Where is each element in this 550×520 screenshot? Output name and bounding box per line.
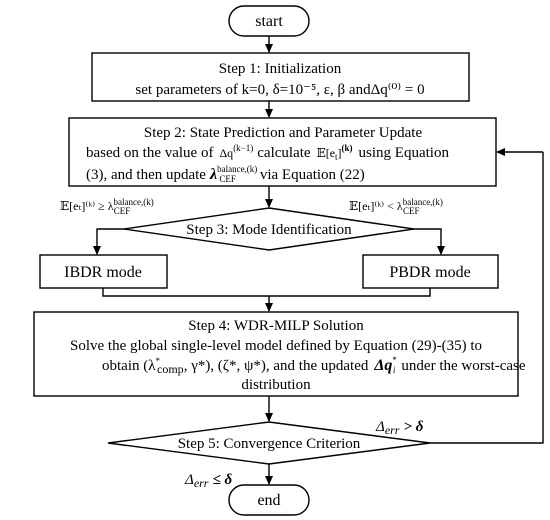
step1-params: set parameters of k=0, δ=10⁻⁵, ε, β andΔ… — [135, 81, 424, 98]
step3-decision — [123, 207, 415, 251]
arrow-step3-pbdr — [414, 228, 445, 255]
condition-not-converged: Δerr> δ — [375, 419, 424, 437]
step4-line2: Solve the global single-level model defi… — [70, 338, 482, 354]
ibdr-label: IBDR mode — [64, 264, 142, 281]
step2-title: Step 2: State Prediction and Parameter U… — [144, 125, 423, 141]
pbdr-label: PBDR mode — [389, 264, 470, 281]
condition-right: 𝔼[eₜ]⁽ᵏ⁾ < λbalance,(k)CEF — [349, 197, 443, 216]
step1-box — [91, 52, 470, 102]
step4-line3: obtain (λ*comp, γ*), (ζ*, ψ*), and the u… — [102, 355, 526, 376]
delta-q-k-minus-1: Δq — [219, 146, 233, 160]
step1-title: Step 1: Initialization — [219, 61, 342, 77]
step5-title: Step 5: Convergence Criterion — [178, 436, 361, 452]
step3-title: Step 3: Mode Identification — [186, 222, 352, 238]
start-label: start — [255, 13, 283, 30]
end-label: end — [257, 492, 280, 509]
condition-converged: Δerr≤ δ — [184, 472, 232, 490]
step2-box — [68, 117, 497, 187]
step4-box — [33, 311, 519, 397]
step4-line4: distribution — [241, 377, 311, 393]
step4-title: Step 4: WDR-MILP Solution — [188, 318, 364, 334]
condition-left: 𝔼[eₜ]⁽ᵏ⁾ ≥ λbalance,(k)CEF — [60, 197, 154, 216]
merge-ibdr — [102, 288, 269, 297]
feedback-line — [430, 152, 544, 444]
pbdr-box — [362, 254, 499, 289]
end-terminal — [228, 484, 310, 516]
arrow-step3-ibdr — [93, 228, 124, 255]
merge-pbdr — [269, 288, 431, 297]
